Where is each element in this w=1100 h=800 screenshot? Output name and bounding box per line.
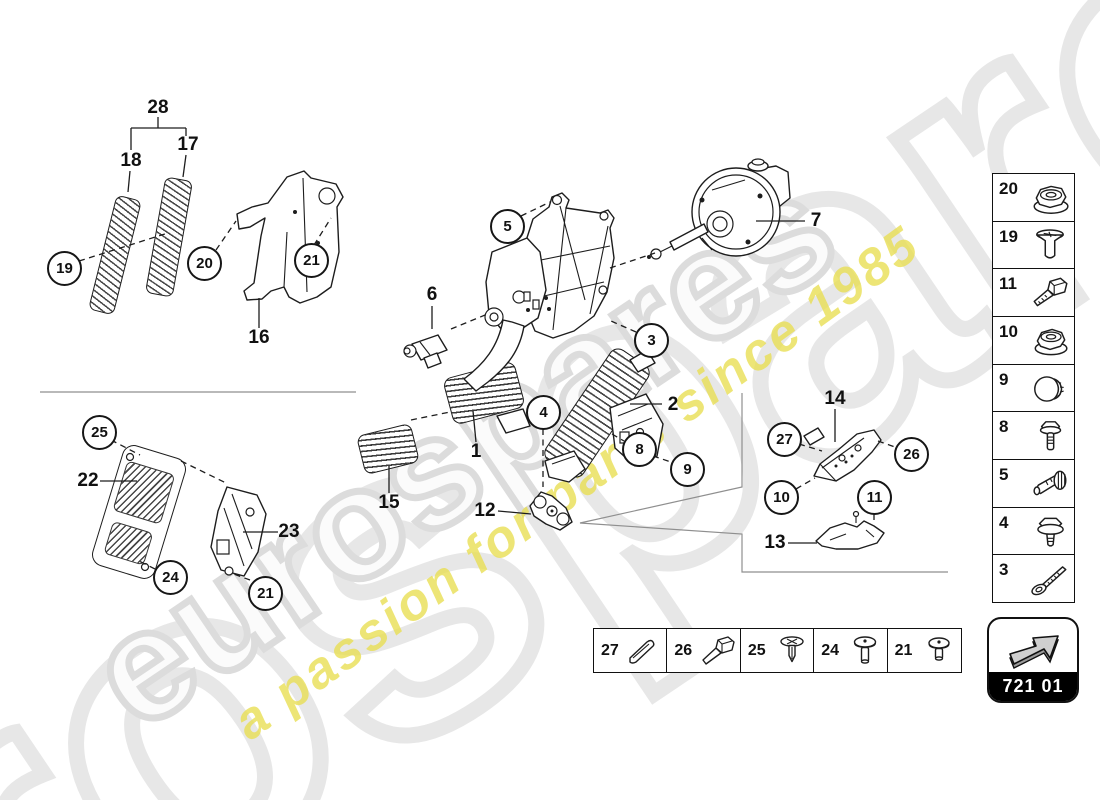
bottom-item-number: 21 <box>894 642 913 659</box>
callout-circle-25[interactable]: 25 <box>82 415 117 450</box>
sidebar-item-number: 5 <box>999 465 1009 485</box>
part-14-bracket-drawing <box>803 427 882 482</box>
page-code-box[interactable]: 721 01 <box>987 617 1079 703</box>
sidebar-item-19[interactable]: 19 <box>993 220 1074 272</box>
section-divider-lines <box>40 391 948 573</box>
countersunk-screw-icon <box>1026 225 1074 272</box>
part-label-15[interactable]: 15 <box>378 492 400 513</box>
callout-circle-19[interactable]: 19 <box>47 251 82 286</box>
part-5-pedal-bracket-drawing <box>463 192 615 434</box>
part-23-bracket-drawing <box>210 486 267 577</box>
flange-nut-icon <box>1026 177 1074 224</box>
callout-circle-21a[interactable]: 21 <box>294 243 329 278</box>
sidebar-item-number: 3 <box>999 560 1009 580</box>
part-label-12[interactable]: 12 <box>474 500 496 521</box>
bottom-item-21[interactable]: 21 <box>886 628 962 676</box>
part-label-2[interactable]: 2 <box>667 394 679 415</box>
push-rivet-icon <box>770 631 814 676</box>
hex-bolt-icon <box>696 631 740 676</box>
callout-circle-3[interactable]: 3 <box>634 323 669 358</box>
bottom-item-24[interactable]: 24 <box>813 628 889 676</box>
direction-arrow-icon <box>989 619 1077 672</box>
pivot-pin-icon <box>1026 463 1074 510</box>
fastener-sidebar: 20 19 11 10 <box>992 173 1075 603</box>
sidebar-item-4[interactable]: 4 <box>993 506 1074 558</box>
callout-circle-5[interactable]: 5 <box>490 209 525 244</box>
pan-head-screw-icon <box>843 631 887 676</box>
flange-bolt-icon <box>1026 511 1074 558</box>
bottom-item-number: 26 <box>674 642 693 659</box>
pan-head-screw-icon <box>917 631 961 676</box>
leader-lines <box>100 117 836 544</box>
sidebar-item-3[interactable]: 3 <box>993 554 1074 602</box>
callout-circle-10[interactable]: 10 <box>764 480 799 515</box>
part-7-brake-booster-drawing <box>647 158 791 260</box>
sidebar-item-number: 9 <box>999 369 1009 389</box>
bottom-item-number: 27 <box>601 642 619 659</box>
callout-circle-21b[interactable]: 21 <box>248 576 283 611</box>
bottom-item-number: 24 <box>821 642 840 659</box>
sidebar-item-5[interactable]: 5 <box>993 459 1074 507</box>
callout-circle-4[interactable]: 4 <box>526 395 561 430</box>
hex-bolt-icon <box>1026 272 1074 319</box>
sidebar-item-number: 4 <box>999 512 1009 532</box>
sidebar-item-20[interactable]: 20 <box>993 174 1074 221</box>
sidebar-item-8[interactable]: 8 <box>993 411 1074 459</box>
bottom-item-25[interactable]: 25 <box>739 628 815 676</box>
part-label-14[interactable]: 14 <box>824 388 846 409</box>
sidebar-item-number: 10 <box>999 322 1018 342</box>
part-label-23[interactable]: 23 <box>278 521 300 542</box>
part-label-6[interactable]: 6 <box>426 284 438 305</box>
fastener-bottom-row: 27 26 25 24 <box>593 628 962 673</box>
sidebar-item-number: 20 <box>999 179 1018 198</box>
brake-pedal-arm-drawing <box>463 319 525 392</box>
sidebar-item-10[interactable]: 10 <box>993 316 1074 364</box>
bottom-item-27[interactable]: 27 <box>593 628 668 673</box>
part-13-bracket-drawing <box>815 510 885 550</box>
callout-circle-20[interactable]: 20 <box>187 246 222 281</box>
part-22-screws-drawing <box>125 452 150 572</box>
callout-circle-9[interactable]: 9 <box>670 452 705 487</box>
part-12-mount-drawing <box>529 491 573 531</box>
dashed-callout-lines <box>78 201 896 581</box>
sidebar-item-number: 8 <box>999 417 1009 437</box>
page-code-label: 721 01 <box>989 672 1077 701</box>
part-label-13[interactable]: 13 <box>764 532 786 553</box>
spring-clip-icon <box>623 631 667 676</box>
part-label-16[interactable]: 16 <box>248 327 270 348</box>
bottom-item-number: 25 <box>747 642 766 659</box>
callout-circle-11[interactable]: 11 <box>857 480 892 515</box>
callout-circle-27[interactable]: 27 <box>767 422 802 457</box>
part-label-7[interactable]: 7 <box>810 210 822 231</box>
sidebar-item-11[interactable]: 11 <box>993 268 1074 316</box>
hex-bolt-icon <box>1026 415 1074 462</box>
part-16-bracket-drawing <box>236 170 344 304</box>
cap-icon <box>1026 368 1074 415</box>
part-label-18[interactable]: 18 <box>120 150 142 171</box>
callout-circle-8[interactable]: 8 <box>622 432 657 467</box>
part-label-1[interactable]: 1 <box>470 441 482 462</box>
part-label-28[interactable]: 28 <box>147 97 169 118</box>
sidebar-item-number: 19 <box>999 226 1018 246</box>
flange-nut-icon <box>1026 320 1074 367</box>
part-label-22[interactable]: 22 <box>77 470 99 491</box>
sidebar-item-number: 11 <box>999 274 1017 294</box>
part-6-switch-drawing <box>403 334 448 369</box>
callout-circle-26[interactable]: 26 <box>894 437 929 472</box>
part-label-17[interactable]: 17 <box>177 134 199 155</box>
long-screw-icon <box>1026 558 1074 605</box>
callout-circle-24[interactable]: 24 <box>153 560 188 595</box>
sidebar-item-9[interactable]: 9 <box>993 363 1074 415</box>
bottom-item-26[interactable]: 26 <box>666 628 742 676</box>
